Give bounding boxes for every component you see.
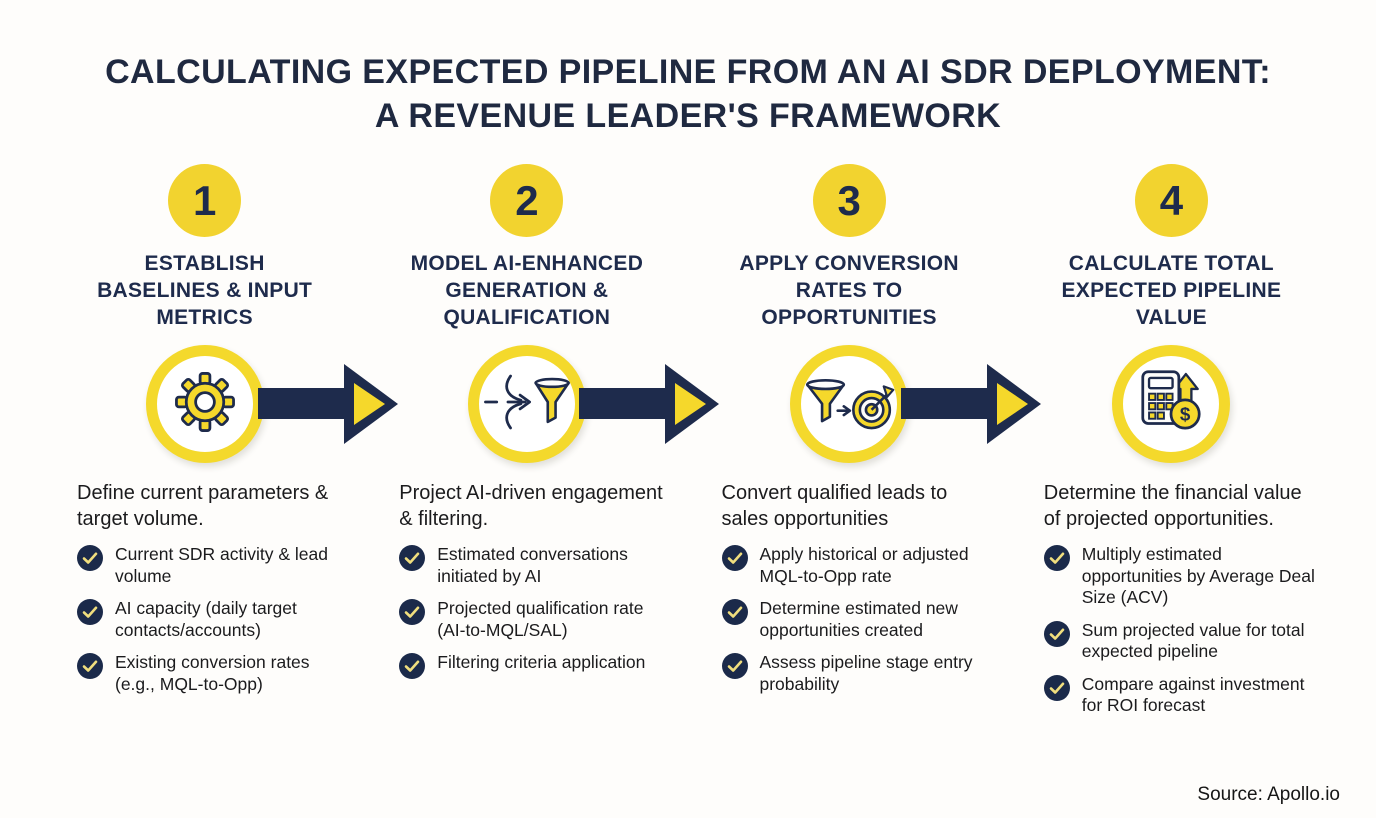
step-description: Project AI-driven engagement & filtering… — [399, 482, 663, 530]
check-icon — [399, 545, 426, 572]
bullet-text: Estimated conversations initiated by AI — [437, 544, 628, 586]
step-number-badge: 4 — [1134, 164, 1208, 238]
step-number-badge: 1 — [168, 164, 242, 238]
step-description: Define current parameters & target volum… — [77, 482, 329, 530]
process-flow-row: $ — [0, 343, 1376, 465]
page-title-line1: CALCULATING EXPECTED PIPELINE FROM AN AI… — [105, 53, 1271, 91]
bullet-text: Apply historical or adjusted MQL-to-Opp … — [759, 544, 969, 586]
list-item: Estimated conversations initiated by AI — [399, 544, 673, 587]
list-item: Projected qualification rate (AI-to-MQL/… — [399, 598, 673, 641]
list-item: Multiply estimated opportunities by Aver… — [1043, 544, 1318, 609]
step-icon-circle: $ — [1112, 345, 1231, 464]
step-title: CALCULATE TOTAL EXPECTED PIPELINE VALUE — [1061, 252, 1282, 329]
step-description: Determine the financial value of project… — [1043, 482, 1302, 530]
calculator-growth-icon: $ — [1130, 367, 1212, 441]
bullet-text: Existing conversion rates (e.g., MQL-to-… — [115, 652, 310, 694]
step-3-details: Convert qualified leads to sales opportu… — [699, 481, 1000, 728]
step-number: 3 — [837, 176, 861, 224]
bullet-text: Projected qualification rate (AI-to-MQL/… — [437, 598, 644, 640]
step-1-details: Define current parameters & target volum… — [54, 481, 355, 728]
step-2-header: 2 MODEL AI-ENHANCED GENERATION & QUALIFI… — [376, 164, 677, 339]
step-number-badge: 2 — [490, 164, 564, 238]
step-description: Convert qualified leads to sales opportu… — [721, 482, 948, 530]
step-bullet-list: Apply historical or adjusted MQL-to-Opp … — [721, 544, 996, 695]
flow-arrow-icon — [579, 362, 719, 446]
check-icon — [1043, 545, 1070, 572]
source-attribution: Source: Apollo.io — [1197, 784, 1340, 805]
funnel-merge-icon — [482, 369, 572, 440]
list-item: Sum projected value for total expected p… — [1043, 619, 1318, 663]
step-3-header: 3 APPLY CONVERSION RATES TO OPPORTUNITIE… — [699, 164, 1000, 339]
list-item: Compare against investment for ROI forec… — [1043, 673, 1318, 717]
check-icon — [399, 599, 426, 626]
step-4-icon-cell: $ — [1021, 343, 1322, 465]
step-2-details: Project AI-driven engagement & filtering… — [376, 481, 677, 728]
gear-icon — [174, 371, 236, 438]
list-item: Filtering criteria application — [399, 652, 673, 680]
step-number: 4 — [1159, 176, 1184, 224]
bullet-text: Multiply estimated opportunities by Aver… — [1081, 544, 1315, 608]
step-title: MODEL AI-ENHANCED GENERATION & QUALIFICA… — [410, 252, 644, 329]
step-title: APPLY CONVERSION RATES TO OPPORTUNITIES — [739, 252, 959, 329]
step-number: 2 — [515, 176, 539, 224]
check-icon — [721, 599, 748, 626]
page-title: CALCULATING EXPECTED PIPELINE FROM AN AI… — [40, 50, 1336, 138]
step-number: 1 — [192, 176, 217, 224]
step-icon-circle — [790, 345, 909, 464]
check-icon — [77, 599, 103, 626]
check-icon — [77, 653, 103, 680]
list-item: Assess pipeline stage entry probability — [721, 652, 996, 695]
step-1-header: 1 ESTABLISH BASELINES & INPUT METRICS — [54, 164, 355, 339]
bullet-text: Current SDR activity & lead volume — [115, 544, 328, 586]
bullet-text: Sum projected value for total expected p… — [1081, 619, 1305, 662]
page-title-line2: A REVENUE LEADER'S FRAMEWORK — [374, 97, 1002, 136]
steps-detail-row: Define current parameters & target volum… — [0, 481, 1376, 728]
step-bullet-list: Estimated conversations initiated by AI … — [399, 544, 673, 680]
check-icon — [721, 545, 748, 572]
check-icon — [1043, 620, 1070, 647]
step-4-header: 4 CALCULATE TOTAL EXPECTED PIPELINE VALU… — [1021, 164, 1322, 339]
check-icon — [77, 545, 103, 572]
bullet-text: Determine estimated new opportunities cr… — [759, 598, 958, 640]
list-item: AI capacity (daily target contacts/accou… — [77, 598, 351, 641]
svg-text:$: $ — [1180, 404, 1191, 425]
flow-arrow-icon — [258, 362, 398, 446]
step-icon-circle — [467, 345, 586, 464]
list-item: Determine estimated new opportunities cr… — [721, 598, 996, 641]
bullet-text: Compare against investment for ROI forec… — [1081, 673, 1305, 716]
list-item: Current SDR activity & lead volume — [77, 544, 351, 587]
flow-arrow-icon — [901, 362, 1041, 446]
bullet-text: Assess pipeline stage entry probability — [759, 652, 973, 694]
step-bullet-list: Multiply estimated opportunities by Aver… — [1043, 544, 1318, 717]
check-icon — [399, 653, 426, 680]
step-icon-circle — [145, 345, 264, 464]
step-1-icon-cell — [54, 343, 355, 465]
step-bullet-list: Current SDR activity & lead volume AI ca… — [77, 544, 351, 695]
steps-header-row: 1 ESTABLISH BASELINES & INPUT METRICS 2 … — [0, 164, 1376, 339]
step-title: ESTABLISH BASELINES & INPUT METRICS — [97, 252, 313, 329]
list-item: Existing conversion rates (e.g., MQL-to-… — [77, 652, 351, 695]
funnel-to-target-icon — [802, 369, 896, 440]
check-icon — [1043, 674, 1070, 701]
list-item: Apply historical or adjusted MQL-to-Opp … — [721, 544, 996, 587]
check-icon — [721, 653, 748, 680]
step-number-badge: 3 — [812, 164, 886, 238]
bullet-text: AI capacity (daily target contacts/accou… — [115, 598, 297, 640]
bullet-text: Filtering criteria application — [437, 652, 646, 673]
step-4-details: Determine the financial value of project… — [1021, 481, 1322, 728]
